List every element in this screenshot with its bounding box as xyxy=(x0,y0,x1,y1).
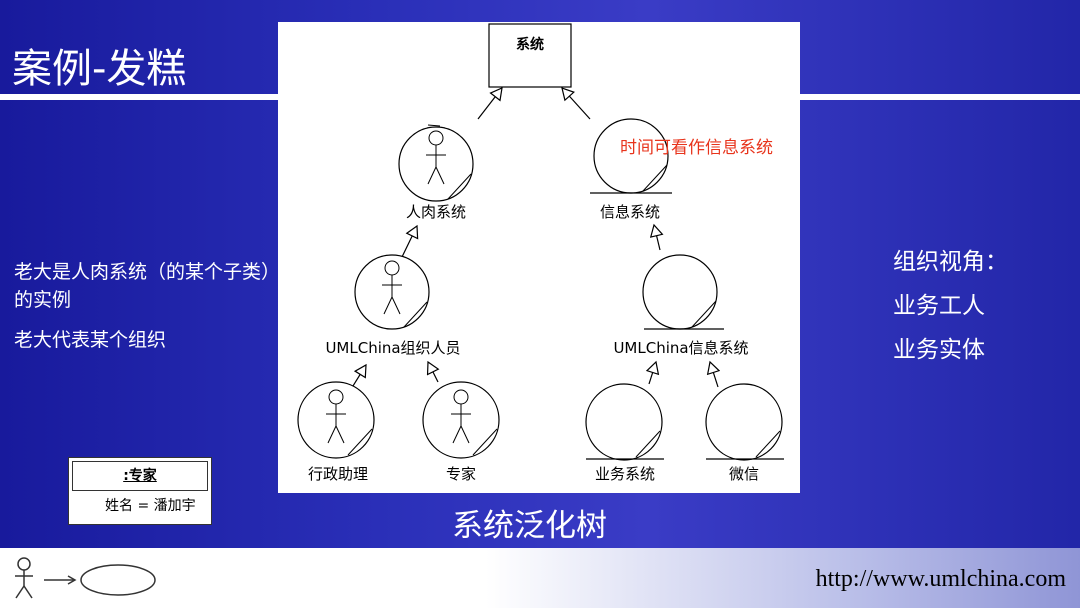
diagram-caption: 系统泛化树 xyxy=(452,508,607,544)
root-label: 系统 xyxy=(516,36,544,53)
left-note-1: 老大是人肉系统（的某个子类）的实例 xyxy=(14,261,271,311)
right-note-3: 业务实体 xyxy=(893,337,985,363)
info-system-node: 信息系统 xyxy=(590,118,672,221)
generalization-arrow xyxy=(710,362,718,388)
website-url: http://www.umlchina.com xyxy=(815,566,1066,592)
generalization-arrow xyxy=(477,88,502,120)
human-system-node: 人肉系统 xyxy=(398,124,474,221)
object-attribute: 姓名 = 潘加宇 xyxy=(105,498,196,514)
right-note-1: 组织视角： xyxy=(893,249,1008,275)
generalization-diagram: 系统 人肉系统 信息系统 xyxy=(278,22,800,493)
generalization-arrow xyxy=(562,88,591,120)
generalization-arrow xyxy=(401,226,417,258)
admin-assistant-node: 行政助理 xyxy=(297,381,375,483)
root-system-node: 系统 xyxy=(488,23,572,88)
expert-node: 专家 xyxy=(422,381,500,483)
uml-info-system-node: UMLChina信息系统 xyxy=(613,254,749,357)
right-note-2: 业务工人 xyxy=(893,293,985,319)
slide-title: 案例-发糕 xyxy=(12,46,187,92)
object-instance-box: :专家 姓名 = 潘加宇 xyxy=(68,457,212,525)
uml-org-staff-label: UMLChina组织人员 xyxy=(325,339,460,357)
admin-assistant-label: 行政助理 xyxy=(308,465,368,483)
wechat-label: 微信 xyxy=(729,465,759,483)
info-system-label: 信息系统 xyxy=(600,203,660,221)
footer-bar: http://www.umlchina.com xyxy=(0,548,1080,608)
object-header: :专家 xyxy=(72,461,208,491)
wechat-node: 微信 xyxy=(705,383,784,483)
business-system-node: 业务系统 xyxy=(585,383,664,483)
business-system-label: 业务系统 xyxy=(595,465,655,483)
uml-info-system-label: UMLChina信息系统 xyxy=(613,339,748,357)
generalization-arrow xyxy=(654,225,660,251)
expert-label: 专家 xyxy=(446,465,476,483)
human-system-label: 人肉系统 xyxy=(406,203,466,221)
left-note-2: 老大代表某个组织 xyxy=(14,329,167,351)
time-annotation: 时间可看作信息系统 xyxy=(620,138,773,158)
right-notes: 组织视角： 业务工人 业务实体 xyxy=(893,240,1008,372)
uml-org-staff-node: UMLChina组织人员 xyxy=(325,254,461,357)
uml-logo-icon xyxy=(15,557,156,599)
left-notes: 老大是人肉系统（的某个子类）的实例 老大代表某个组织 xyxy=(14,258,274,366)
generalization-arrow xyxy=(649,362,656,385)
generalization-arrow xyxy=(428,362,438,383)
